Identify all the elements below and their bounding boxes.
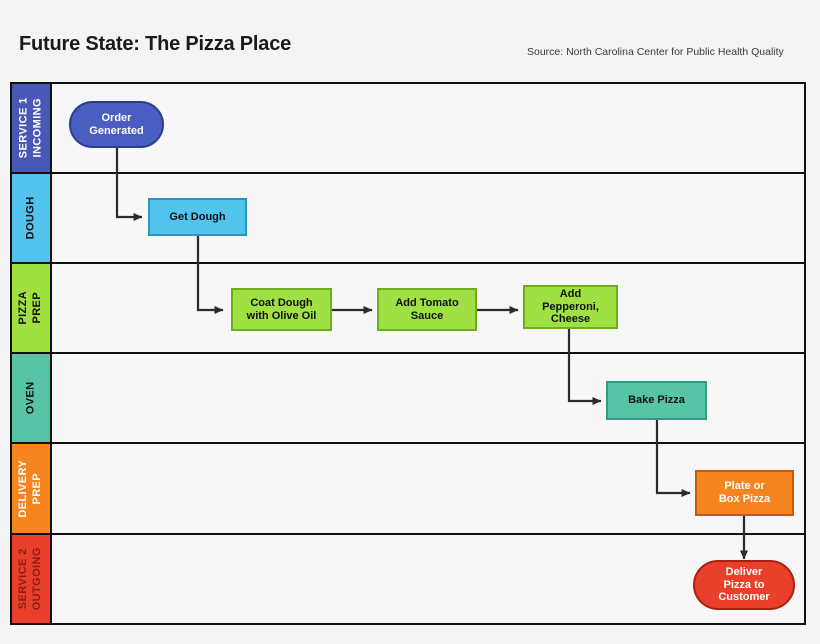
- node-label-line2: Pizza to: [723, 578, 765, 591]
- lane-body-service-1-incoming: [52, 84, 804, 172]
- node-label-line2: Box Pizza: [718, 493, 771, 505]
- lane-body-service-2-outgoing: [52, 535, 804, 623]
- lane-label-line1: DOUGH: [24, 196, 37, 240]
- lane-header-service-2-outgoing: SERVICE 2 OUTGOING: [12, 535, 52, 623]
- page-title: Future State: The Pizza Place: [19, 33, 292, 55]
- node-label-line1: Plate or: [724, 480, 765, 493]
- lane-label-line1: PIZZA: [17, 291, 30, 325]
- lane-label-line1: SERVICE 2: [17, 548, 30, 610]
- node-label-line2: with Olive Oil: [246, 309, 317, 322]
- lane-label-line2: OUTGOING: [31, 547, 43, 611]
- lane-header-delivery-prep: DELIVERY PREP: [12, 444, 52, 533]
- node-label-line2: Generated: [89, 124, 144, 137]
- node-add-pepperoni-cheese[interactable]: Add Pepperoni, Cheese: [523, 285, 618, 329]
- lane-label-line1: OVEN: [24, 381, 37, 415]
- lane-service-2-outgoing: SERVICE 2 OUTGOING: [12, 535, 804, 623]
- node-deliver-pizza-to-customer[interactable]: Deliver Pizza to Customer: [693, 560, 795, 610]
- swimlane-diagram: SERVICE 1 INCOMING DOUGH PIZZA PREP: [10, 82, 806, 625]
- lane-header-oven: OVEN: [12, 354, 52, 442]
- lane-oven: OVEN: [12, 354, 804, 444]
- node-label-line3: Customer: [718, 591, 770, 604]
- node-add-tomato-sauce[interactable]: Add Tomato Sauce: [377, 288, 477, 331]
- lane-label-line2: PREP: [31, 472, 43, 505]
- lane-label-line2: INCOMING: [31, 98, 43, 158]
- node-label-line1: Coat Dough: [250, 296, 313, 309]
- lane-header-service-1-incoming: SERVICE 1 INCOMING: [12, 84, 52, 172]
- lane-dough: DOUGH: [12, 174, 804, 264]
- node-label-line3: Cheese: [550, 313, 591, 326]
- lane-label-line1: DELIVERY: [17, 459, 30, 518]
- node-label-line1: Bake Pizza: [628, 394, 685, 407]
- lane-body-delivery-prep: [52, 444, 804, 533]
- node-get-dough[interactable]: Get Dough: [148, 198, 247, 236]
- lane-delivery-prep: DELIVERY PREP: [12, 444, 804, 535]
- node-label-line1: Add: [559, 287, 582, 300]
- node-bake-pizza[interactable]: Bake Pizza: [606, 381, 707, 420]
- lane-service-1-incoming: SERVICE 1 INCOMING: [12, 84, 804, 174]
- lane-label-line1: SERVICE 1: [17, 97, 30, 159]
- node-label-line1: Add Tomato: [395, 296, 459, 309]
- node-label-line2: Pepperoni,: [542, 300, 599, 313]
- lane-label-line2: PREP: [31, 292, 43, 324]
- node-order-generated[interactable]: Order Generated: [69, 101, 164, 148]
- node-label-line1: Order: [101, 111, 132, 124]
- lane-header-dough: DOUGH: [12, 174, 52, 262]
- node-label-line1: Deliver: [725, 565, 763, 578]
- node-coat-dough-with-olive-oil[interactable]: Coat Dough with Olive Oil: [231, 288, 332, 331]
- lane-header-pizza-prep: PIZZA PREP: [12, 264, 52, 352]
- node-label-line2: Sauce: [410, 309, 444, 322]
- source-attribution: Source: North Carolina Center for Public…: [527, 46, 784, 58]
- lane-pizza-prep: PIZZA PREP: [12, 264, 804, 354]
- node-plate-or-box-pizza[interactable]: Plate or Box Pizza: [695, 470, 794, 516]
- node-label-line1: Get Dough: [169, 210, 226, 223]
